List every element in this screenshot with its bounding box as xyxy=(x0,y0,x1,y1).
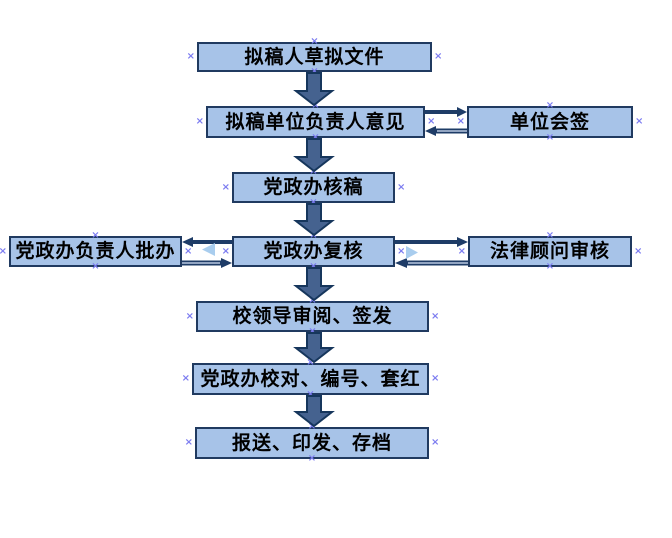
connection-anchor-icon: × xyxy=(0,245,7,257)
connection-anchor-icon: × xyxy=(635,116,644,127)
node-legal-advisor-review[interactable]: 法律顾问审核 ×××× xyxy=(458,231,643,272)
connector-pair-legal-review[interactable] xyxy=(395,236,468,270)
connection-anchor-icon: × xyxy=(545,230,555,241)
connection-anchor-icon: × xyxy=(310,36,319,47)
node-submit-print-archive-label: 报送、印发、存档 xyxy=(231,432,392,454)
connection-anchor-icon: × xyxy=(91,261,100,272)
connection-anchor-icon: × xyxy=(431,310,440,322)
node-office-proofread-number-red-label: 党政办校对、编号、套红 xyxy=(200,368,421,390)
node-submit-print-archive[interactable]: 报送、印发、存档 ×××× xyxy=(185,422,440,464)
triangle-marker-left[interactable] xyxy=(200,241,217,258)
node-drafter-label: 拟稿人草拟文件 xyxy=(244,46,385,68)
block-arrow-down-5[interactable] xyxy=(293,332,335,364)
node-office-recheck-label: 党政办复核 xyxy=(263,241,364,262)
connection-anchor-icon: × xyxy=(634,245,643,257)
connection-anchor-icon: × xyxy=(431,373,440,384)
node-office-proofread-number-red[interactable]: 党政办校对、编号、套红 ×××× xyxy=(182,358,440,400)
connection-anchor-icon: × xyxy=(545,100,555,111)
block-arrow-down-4[interactable] xyxy=(293,267,335,302)
connection-anchor-icon: × xyxy=(181,373,190,384)
connection-anchor-icon: × xyxy=(184,437,193,448)
connection-anchor-icon: × xyxy=(431,437,440,448)
connection-anchor-icon: × xyxy=(221,181,230,193)
triangle-marker-right[interactable] xyxy=(404,244,420,260)
connection-anchor-icon: × xyxy=(186,51,195,62)
node-unit-leader-opinion[interactable]: 拟稿单位负责人意见 ×××× xyxy=(196,101,436,143)
block-arrow-down-3[interactable] xyxy=(293,203,335,237)
block-arrow-down-2[interactable] xyxy=(293,138,335,173)
connection-anchor-icon: × xyxy=(434,51,443,62)
connection-anchor-icon: × xyxy=(185,310,194,322)
node-school-leaders-sign-label: 校领导审阅、签发 xyxy=(232,306,393,327)
node-unit-countersign-label: 单位会签 xyxy=(509,111,590,133)
connection-anchor-icon: × xyxy=(545,261,555,272)
node-office-recheck[interactable]: 党政办复核 ×××× xyxy=(222,231,406,272)
connection-anchor-icon: × xyxy=(91,230,100,241)
block-arrow-down-6[interactable] xyxy=(293,395,335,428)
node-office-check-draft-label: 党政办核稿 xyxy=(263,177,364,198)
node-unit-leader-opinion-label: 拟稿单位负责人意见 xyxy=(225,111,406,133)
connection-anchor-icon: × xyxy=(307,453,317,464)
connection-anchor-icon: × xyxy=(545,132,555,143)
connection-anchor-icon: × xyxy=(195,116,204,127)
node-drafter[interactable]: 拟稿人草拟文件 ×××× xyxy=(187,37,443,77)
connector-pair-leader-approve[interactable] xyxy=(182,236,232,270)
block-arrow-down-1[interactable] xyxy=(293,72,335,107)
node-school-leaders-sign[interactable]: 校领导审阅、签发 ×××× xyxy=(186,296,440,337)
connection-anchor-icon: × xyxy=(397,181,406,193)
node-office-leader-approve-label: 党政办负责人批办 xyxy=(15,241,176,262)
connector-pair-countersign[interactable] xyxy=(425,104,467,138)
node-office-leader-approve[interactable]: 党政办负责人批办 ×××× xyxy=(0,231,192,272)
node-legal-advisor-review-label: 法律顾问审核 xyxy=(489,241,610,262)
node-unit-countersign[interactable]: 单位会签 ×××× xyxy=(457,101,644,143)
node-office-check-draft[interactable]: 党政办核稿 ×××× xyxy=(222,167,406,208)
